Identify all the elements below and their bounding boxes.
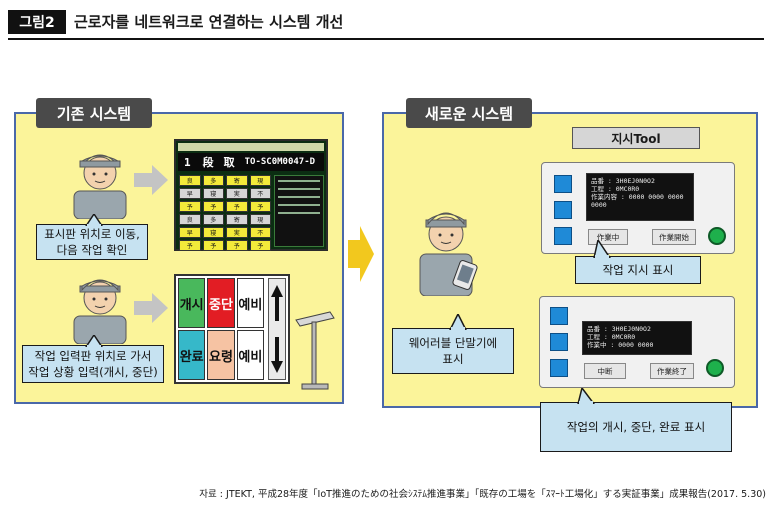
- display-key: 良: [179, 175, 201, 186]
- tablet-top-screen: 品番 : 3H0EJ0N0O2 工程 : 0MC0R0 作業内容 : 0000 …: [586, 173, 694, 221]
- tablet-side-button: [550, 333, 568, 351]
- tablet-bottom-right-button[interactable]: 作業終了: [650, 363, 694, 379]
- display-key: 予: [202, 201, 224, 212]
- display-key: 予: [226, 201, 248, 212]
- display-row-code: TO-SC0M0047-D: [244, 157, 316, 167]
- instruction-tablet-bottom: 品番 : 3H0EJ0N0O2 工程 : 0MC0R0 作業中 : 0000 0…: [539, 296, 735, 388]
- tablet-side-button: [554, 175, 572, 193]
- display-key: 良: [179, 214, 201, 225]
- callout-tail: [85, 335, 103, 347]
- tablet-power-indicator: [708, 227, 726, 245]
- display-key: 不: [249, 188, 271, 199]
- wearable-device-icon: [452, 260, 478, 290]
- tablet-side-button: [554, 201, 572, 219]
- tablet-bottom-screen: 品番 : 3H0EJ0N0O2 工程 : 0MC0R0 作業中 : 0000 0…: [582, 321, 692, 355]
- instruction-tool-label: 지시Tool: [572, 127, 700, 149]
- display-detail-area: [274, 175, 324, 247]
- tablet-bottom-left-button[interactable]: 中断: [584, 363, 626, 379]
- tablet-power-indicator: [706, 359, 724, 377]
- grey-arrow-top-icon: [134, 165, 168, 195]
- display-header-row: 1 段 取 TO-SC0M0047-D: [178, 153, 324, 171]
- work-input-cell[interactable]: 완료: [178, 330, 206, 380]
- instruction-tablet-top: 品番 : 3H0EJ0N0O2 工程 : 0MC0R0 作業内容 : 0000 …: [541, 162, 735, 254]
- display-row-text-a: 段: [202, 156, 214, 169]
- display-key: 予: [179, 240, 201, 251]
- display-key: 予: [179, 201, 201, 212]
- display-top-strip: [178, 143, 324, 151]
- legacy-system-tag: 기존 시스템: [36, 98, 152, 128]
- display-key: 早: [179, 188, 201, 199]
- display-key: 多: [202, 214, 224, 225]
- display-key: 寄: [226, 214, 248, 225]
- callout-tail: [593, 240, 611, 258]
- figure-label: 그림2: [8, 10, 66, 34]
- work-input-cell[interactable]: 예비: [236, 278, 264, 328]
- display-key: 多: [202, 175, 224, 186]
- display-key: 実: [226, 227, 248, 238]
- display-key: 不: [249, 227, 271, 238]
- source-note: 자료 : JTEKT, 平成28年度「IoT推進のための社会ｼｽﾃﾑ推進事業」「…: [199, 489, 766, 500]
- title-rule: [8, 38, 764, 40]
- tablet-side-button: [550, 307, 568, 325]
- worker-figure-bottom: [73, 279, 127, 344]
- callout-wearable-display: 웨어러블 단말기에 표시: [392, 328, 514, 374]
- display-key: 現: [249, 175, 271, 186]
- display-key: 予: [249, 201, 271, 212]
- display-key: 実: [226, 188, 248, 199]
- display-key: 予: [249, 240, 271, 251]
- board-stand: [295, 311, 335, 390]
- display-key: 寝: [202, 227, 224, 238]
- callout-tail: [449, 314, 467, 330]
- display-row-number: 1: [184, 155, 191, 169]
- tablet-side-button: [554, 227, 572, 245]
- work-input-cell[interactable]: 요령: [207, 330, 235, 380]
- figure-title: 근로자를 네트워크로 연결하는 시스템 개선: [74, 13, 344, 31]
- work-input-cell[interactable]: 예비: [236, 330, 264, 380]
- display-key: 早: [179, 227, 201, 238]
- callout-tail: [577, 388, 595, 404]
- callout-work-status-display: 작업의 개시, 중단, 완료 표시: [540, 402, 732, 452]
- tablet-side-button: [550, 359, 568, 377]
- new-system-tag: 새로운 시스템: [406, 98, 532, 128]
- display-key: 現: [249, 214, 271, 225]
- callout-check-next-task: 표시판 위치로 이동, 다음 작업 확인: [36, 224, 148, 260]
- display-key: 予: [226, 240, 248, 251]
- board-arrow-strip: [268, 278, 286, 380]
- grey-arrow-bottom-icon: [134, 293, 168, 323]
- display-key: 寄: [226, 175, 248, 186]
- callout-input-work-status: 작업 입력판 위치로 가서 작업 상황 입력(개시, 중단): [22, 345, 164, 383]
- up-down-arrows-icon: [271, 285, 283, 373]
- callout-tail: [85, 214, 103, 226]
- instruction-display-board: 1 段 取 TO-SC0M0047-D 良多寄現早寝実不予予予予良多寄現早寝実不…: [174, 139, 328, 251]
- tablet-top-right-button[interactable]: 作業開始: [652, 229, 696, 245]
- display-key: 予: [202, 240, 224, 251]
- display-key: 寝: [202, 188, 224, 199]
- display-key-grid: 良多寄現早寝実不予予予予良多寄現早寝実不予予予予: [179, 175, 271, 251]
- work-input-cell[interactable]: 개시: [178, 278, 206, 328]
- display-row-text-b: 取: [223, 156, 235, 169]
- transition-arrow-icon: [348, 226, 374, 282]
- callout-work-instruction: 작업 지시 표시: [575, 256, 701, 284]
- worker-with-wearable: [419, 212, 478, 296]
- worker-figure-top: [73, 154, 127, 219]
- work-input-cell[interactable]: 중단: [207, 278, 235, 328]
